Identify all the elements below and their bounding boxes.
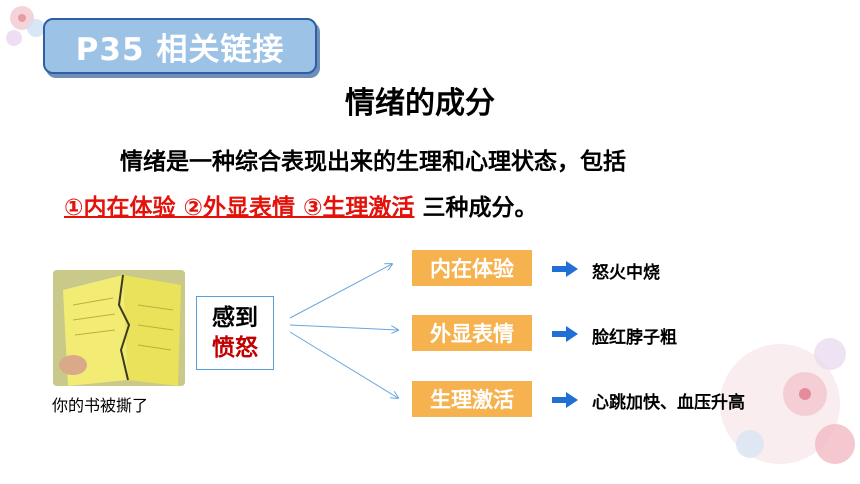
- arrow-right-icon: [552, 392, 578, 408]
- torn-book-image-icon: [53, 270, 185, 386]
- components-rest: 三种成分。: [414, 195, 538, 221]
- intro-text: 情绪是一种综合表现出来的生理和心理状态，包括: [120, 149, 626, 175]
- component-label-expression: 外显表情: [412, 315, 532, 351]
- arrow-right-icon: [552, 261, 578, 277]
- result-physiological: 心跳加快、血压升高: [592, 393, 745, 413]
- feeling-box: 感到 愤怒: [196, 296, 274, 370]
- arrow-right-icon: [552, 326, 578, 342]
- component-label-inner: 内在体验: [412, 250, 532, 286]
- result-inner: 怒火中烧: [592, 263, 660, 283]
- photo-caption: 你的书被撕了: [52, 396, 149, 415]
- section-badge: P35 相关链接: [43, 18, 317, 74]
- feeling-line2: 愤怒: [212, 335, 258, 361]
- component-label-physiological: 生理激活: [412, 381, 532, 417]
- components-line: ①内在体验 ②外显表情 ③生理激活 三种成分。: [64, 188, 537, 222]
- feeling-line1: 感到: [212, 305, 258, 331]
- result-expression: 脸红脖子粗: [592, 328, 677, 348]
- components-highlight: ①内在体验 ②外显表情 ③生理激活: [64, 195, 415, 221]
- page-title: 情绪的成分: [345, 86, 495, 121]
- torn-book-photo: [53, 270, 185, 386]
